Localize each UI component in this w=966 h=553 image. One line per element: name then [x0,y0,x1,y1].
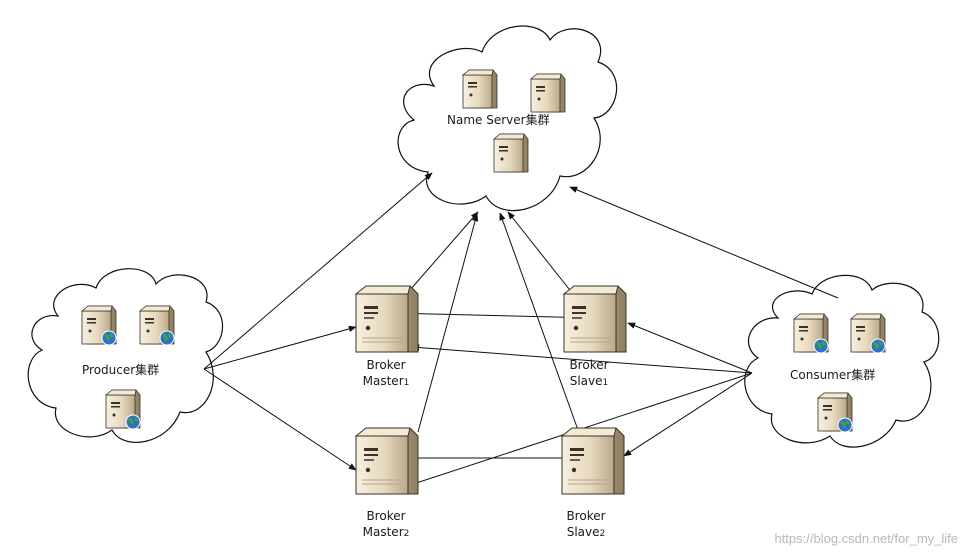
consumer-server-icon-2 [851,314,885,353]
nameserver-server-icon-2 [530,73,566,113]
consumer-cloud [744,274,940,448]
broker-slave1-server-icon [563,285,627,353]
nameserver-cluster-label: Name Server集群 [447,112,550,127]
broker-master1-label-line1: Broker [366,358,405,372]
producer-to-nameserver-arrow [203,172,433,370]
master2-to-nameserver-arrow [417,213,479,433]
broker-master2-label-line2: Master2 [363,525,410,539]
producer-server-icon-1 [82,306,116,345]
broker-master2-server-icon [355,427,419,495]
producer-to-master1-arrow [203,325,357,370]
producer-to-master2-arrow [203,368,357,471]
producer-server-icon-3 [106,390,140,429]
broker-master2-label-line1: Broker [366,509,405,523]
consumer-cluster-label: Consumer集群 [790,367,875,382]
consumer-to-nameserver-arrow [569,186,839,299]
name-server-cloud [397,25,618,212]
nameserver-server-icon-3 [493,133,529,173]
connection-lines [203,172,839,488]
consumer-to-slave2-arrow [623,372,753,457]
consumer-server-icon-3 [818,393,852,432]
producer-cluster-label: Producer集群 [82,362,159,377]
nameserver-server-icon-1 [462,69,498,109]
consumer-to-slave1-arrow [627,322,753,374]
broker-slave2-label-line2: Slave2 [567,525,606,539]
master1-to-slave1-arrow [389,312,597,322]
broker-slave2-server-icon [561,427,625,495]
broker-master1-server-icon [355,285,419,353]
watermark-text: https://blog.csdn.net/for_my_life [774,531,958,546]
broker-slave1-label-line2: Slave1 [570,374,609,388]
consumer-to-master1-arrow [411,344,753,374]
broker-slave1-label-line1: Broker [569,358,608,372]
broker-master1-label-line2: Master1 [363,374,410,388]
consumer-server-icon-1 [794,314,828,353]
broker-slave2-label-line1: Broker [566,509,605,523]
producer-server-icon-2 [140,306,174,345]
slave2-to-nameserver-arrow [499,212,579,431]
